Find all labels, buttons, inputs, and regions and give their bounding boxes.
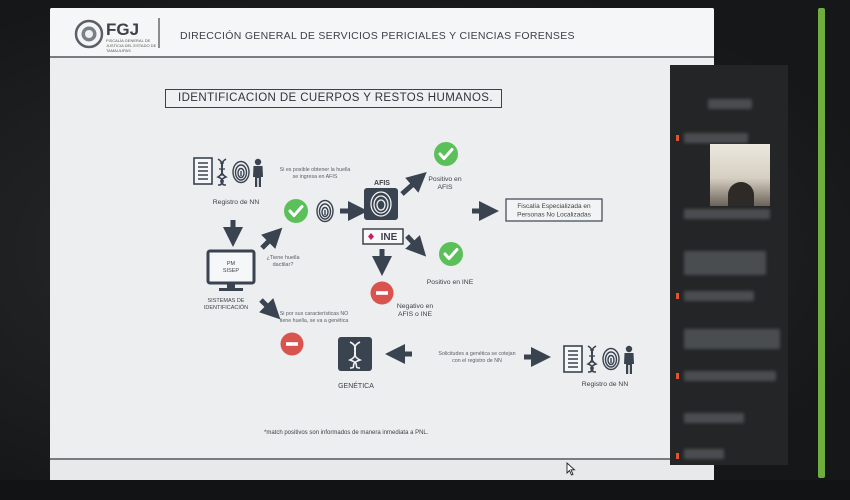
check-icon [439, 242, 463, 266]
cursor-icon [566, 462, 576, 476]
afis-label: AFIS [374, 180, 390, 187]
participant-name-blur [684, 209, 770, 219]
tiene-huella-line2: dactilar? [273, 262, 294, 268]
person-icon [253, 159, 263, 187]
positivo-afis-line1: Positivo en [428, 176, 461, 183]
muted-mic-icon [676, 135, 679, 141]
ine-label: INE [381, 232, 398, 243]
sin-huella-line2: tiene huella, se va a genética [280, 318, 349, 324]
registro-nn-icons-top [194, 158, 263, 187]
sin-huella-line1: Si por sus características NO [280, 311, 349, 317]
sistemas-line1: SISTEMAS DE [208, 298, 245, 304]
check-icon [284, 199, 308, 223]
participant-video-tile[interactable] [710, 144, 770, 206]
arrow-icon [402, 178, 420, 194]
dna-icon [218, 159, 226, 185]
arrow-icon [407, 236, 420, 250]
arrow-icon [261, 300, 274, 313]
sistemas-line2: IDENTIFICACIÓN [204, 304, 248, 311]
negativo-line1: Negativo en [397, 303, 433, 310]
participant-name-blur [684, 291, 754, 301]
arrow-icon [262, 234, 276, 248]
solicitudes-line1: Solicitudes a genética se cotejan [438, 351, 515, 357]
positivo-afis-line2: AFIS [437, 184, 453, 191]
monitor-edge [818, 8, 825, 478]
minus-icon [281, 333, 304, 356]
registro-nn-icons-bottom [564, 346, 634, 374]
negativo-line2: AFIS o INE [398, 311, 432, 318]
registro-nn-bottom-label: Registro de NN [582, 381, 629, 388]
dna-icon [588, 346, 596, 372]
participant-silhouette [728, 182, 754, 206]
registro-nn-top-label: Registro de NN [213, 199, 260, 206]
slide-bottom-band [50, 460, 714, 482]
participant-name-blur [684, 329, 780, 349]
genetica-label: GENÉTICA [338, 381, 374, 390]
bottom-bar [0, 480, 850, 500]
positivo-ine-label: Positivo en INE [427, 279, 474, 286]
participant-name-blur [708, 99, 752, 109]
muted-mic-icon [676, 373, 679, 379]
presentation-slide: FGJ FISCALÍA GENERAL DE JUSTICIA DEL EST… [50, 8, 714, 482]
fiscalia-line1: Fiscalía Especializada en [517, 203, 591, 210]
document-icon [564, 346, 582, 372]
identification-flow-diagram: Registro de NN PM SISEP Si es posible ob… [50, 8, 714, 482]
check-icon [434, 142, 458, 166]
document-icon [194, 158, 212, 184]
minus-icon [371, 282, 394, 305]
solicitudes-line2: con el registro de NN [452, 358, 502, 364]
participant-name-blur [684, 449, 724, 459]
dna-box-icon [338, 337, 372, 371]
tiene-huella-line1: ¿Tiene huella [266, 255, 300, 261]
sisep-label: SISEP [223, 268, 240, 274]
fingerprint-icon [233, 162, 249, 183]
muted-mic-icon [676, 453, 679, 459]
huella-note-line2: se ingresa en AFIS [293, 174, 338, 180]
afis-fingerprint-icon [364, 188, 398, 220]
huella-note-line1: Si es posible obtener la huella [280, 167, 351, 173]
slide-footnote: *match positivos son informados de maner… [264, 430, 428, 436]
muted-mic-icon [676, 293, 679, 299]
participant-name-blur [684, 413, 744, 423]
pm-label: PM [227, 261, 236, 267]
participants-panel [670, 65, 788, 465]
fiscalia-line2: Personas No Localizadas [517, 212, 591, 219]
fingerprint-icon [317, 201, 333, 222]
fingerprint-icon [603, 349, 619, 370]
person-icon [624, 346, 634, 374]
participant-name-blur [684, 371, 776, 381]
participant-name-blur [684, 251, 766, 275]
participant-name-blur [684, 133, 748, 143]
